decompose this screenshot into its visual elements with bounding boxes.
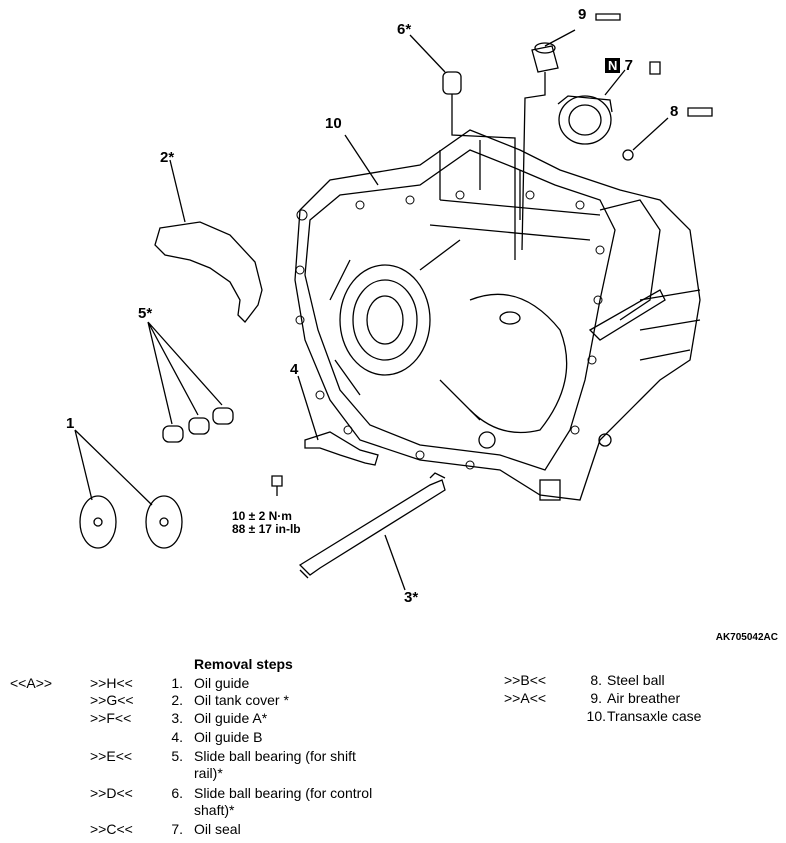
oil-guide-part [74, 429, 183, 549]
callout-8: 8 [670, 103, 679, 120]
figure-code: AK705042AC [715, 632, 778, 643]
callout-5: 5* [138, 305, 153, 322]
nut-symbol: N 7 [605, 58, 633, 73]
steel-ball-part [622, 107, 713, 161]
list-item: >>E<< 5. Slide ball bearing (for shift r… [90, 748, 356, 781]
oil-tank-cover-part [154, 159, 263, 323]
slide-ball-bearing-control-shaft-part [409, 34, 516, 260]
torque-metric: 10 ± 2 N·m [232, 509, 292, 523]
callout-1: 1 [66, 415, 75, 432]
list-item: >>A<< 9. Air breather [504, 690, 681, 706]
list-item: >>F<< 3. Oil guide A* [90, 710, 268, 726]
list-item: >>B<< 8. Steel ball [504, 672, 665, 688]
transaxle-case-leader [344, 134, 379, 186]
torque-imperial: 88 ± 17 in-lb [232, 522, 301, 536]
list-item: >>C<< 7. Oil seal [90, 821, 241, 837]
callout-10: 10 [325, 115, 342, 132]
callout-4: 4 [290, 361, 299, 378]
oil-guide-a-part [298, 472, 446, 591]
legend-title: Removal steps [194, 656, 293, 672]
air-breather-part [521, 13, 621, 251]
bolt-part [271, 475, 283, 496]
slide-ball-bearing-shift-rail-part [147, 321, 234, 443]
callout-6: 6* [397, 21, 412, 38]
torque-spec: 10 ± 2 N·m 88 ± 17 in-lb [232, 510, 301, 536]
list-item: >>D<< 6. Slide ball bearing (for control… [90, 785, 373, 818]
oil-guide-b-part [297, 375, 379, 466]
list-item: <<A>> >>H<< 1. Oil guide [10, 675, 250, 691]
callout-7: 7 [624, 57, 633, 74]
oil-seal-part [557, 61, 661, 145]
list-item: >>G<< 2. Oil tank cover * [90, 692, 289, 708]
callout-3: 3* [404, 589, 419, 606]
callout-2: 2* [160, 149, 175, 166]
callout-9: 9 [578, 6, 587, 23]
transaxle-case [294, 129, 701, 501]
list-item: 10. Transaxle case [586, 708, 702, 724]
list-item: 4. Oil guide B [171, 729, 263, 745]
exploded-view-diagram [74, 13, 713, 591]
